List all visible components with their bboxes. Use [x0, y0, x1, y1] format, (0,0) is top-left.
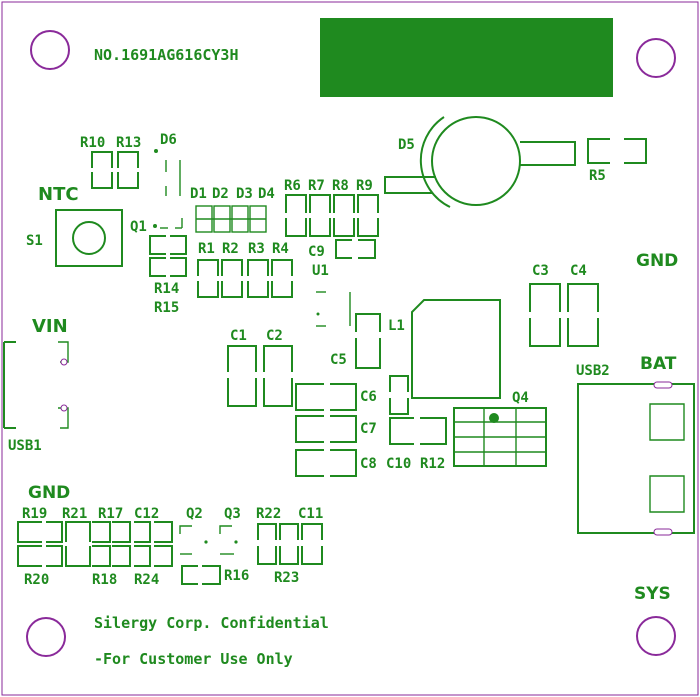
capacitor-c3	[529, 283, 561, 347]
diode-d6	[154, 149, 181, 196]
usb1-label: USB1	[8, 438, 42, 454]
designator-c3: C3	[532, 263, 549, 279]
designator-r1: R1	[198, 241, 215, 257]
designator-c1: C1	[230, 328, 247, 344]
resistor-r16	[181, 565, 221, 585]
designator-r19: R19	[22, 506, 47, 522]
capacitor-c6	[295, 383, 357, 411]
designator-s1: S1	[26, 233, 43, 249]
mounting-hole-bottom-right	[636, 616, 676, 656]
designator-c10: C10	[386, 456, 411, 472]
label-area-block	[320, 18, 613, 97]
designator-c5: C5	[330, 352, 347, 368]
vin-label: VIN	[32, 316, 68, 337]
resistor-array-r22-r23	[257, 523, 323, 565]
capacitor-c2	[263, 345, 293, 407]
mounting-hole-top-left	[30, 30, 70, 70]
resistor-r14-r15	[149, 235, 187, 277]
capacitor-c4	[567, 283, 599, 347]
designator-c2: C2	[266, 328, 283, 344]
designator-r23: R23	[274, 570, 299, 586]
designator-r14: R14	[154, 281, 179, 297]
designator-d2: D2	[212, 186, 229, 202]
confidential-line-1: Silergy Corp. Confidential	[94, 614, 329, 632]
inductor-l1	[411, 299, 501, 399]
designator-r18: R18	[92, 572, 117, 588]
mounting-hole-top-right	[636, 38, 676, 78]
designator-r21: R21	[62, 506, 87, 522]
designator-d6: D6	[160, 132, 177, 148]
designator-q3: Q3	[224, 506, 241, 522]
led-array-d1-d4	[195, 205, 267, 233]
led-d5	[384, 116, 576, 208]
designator-r7: R7	[308, 178, 325, 194]
ic-u1	[316, 291, 351, 327]
designator-r16: R16	[224, 568, 249, 584]
usb1-connector	[3, 341, 69, 429]
designator-r8: R8	[332, 178, 349, 194]
usb2-label: USB2	[576, 363, 610, 379]
designator-q1: Q1	[130, 219, 147, 235]
gnd-right-label: GND	[636, 251, 678, 271]
designator-r22: R22	[256, 506, 281, 522]
designator-c6: C6	[360, 389, 377, 405]
designator-r6: R6	[284, 178, 301, 194]
designator-u1: U1	[312, 263, 329, 279]
designator-r17: R17	[98, 506, 123, 522]
resistor-array-r6-r9	[285, 194, 379, 237]
designator-c8: C8	[360, 456, 377, 472]
ntc-label: NTC	[38, 184, 79, 205]
board-serial-number: NO.1691AG616CY3H	[94, 46, 239, 64]
designator-d3: D3	[236, 186, 253, 202]
designator-r3: R3	[248, 241, 265, 257]
designator-d5: D5	[398, 137, 415, 153]
designator-d1: D1	[190, 186, 207, 202]
resistor-r13	[117, 151, 139, 189]
usb2-connector	[577, 381, 695, 536]
capacitor-c1	[227, 345, 257, 407]
designator-r24: R24	[134, 572, 159, 588]
designator-l1: L1	[388, 318, 405, 334]
designator-r13: R13	[116, 135, 141, 151]
resistor-array-r1-r4	[197, 259, 293, 298]
bottom-left-passive-cluster	[17, 521, 173, 567]
resistor-r10	[91, 151, 113, 189]
designator-q4: Q4	[512, 390, 529, 406]
transistor-q1	[153, 218, 183, 229]
designator-r9: R9	[356, 178, 373, 194]
confidential-line-2: -For Customer Use Only	[94, 650, 293, 668]
bat-label: BAT	[640, 354, 677, 374]
gnd-left-label: GND	[28, 483, 70, 503]
designator-c12: C12	[134, 506, 159, 522]
designator-c4: C4	[570, 263, 587, 279]
switch-s1	[55, 209, 123, 267]
capacitor-near-l1	[389, 375, 409, 415]
designator-r20: R20	[24, 572, 49, 588]
mounting-hole-bottom-left	[26, 617, 66, 657]
designator-r10: R10	[80, 135, 105, 151]
transistor-q4	[453, 407, 547, 467]
designator-r15: R15	[154, 300, 179, 316]
designator-r12: R12	[420, 456, 445, 472]
sys-label: SYS	[634, 584, 671, 604]
transistor-q3	[219, 525, 238, 555]
transistor-q2	[179, 525, 208, 555]
designator-c11: C11	[298, 506, 323, 522]
designator-r5: R5	[589, 168, 606, 184]
capacitor-c5	[355, 313, 381, 369]
capacitor-c9	[335, 239, 376, 259]
designator-c9: C9	[308, 244, 325, 260]
designator-r4: R4	[272, 241, 289, 257]
capacitor-c7	[295, 415, 357, 443]
designator-q2: Q2	[186, 506, 203, 522]
resistor-r12	[389, 417, 447, 445]
designator-r2: R2	[222, 241, 239, 257]
resistor-r5	[587, 138, 647, 164]
designator-c7: C7	[360, 421, 377, 437]
designator-d4: D4	[258, 186, 275, 202]
capacitor-c8	[295, 449, 357, 477]
